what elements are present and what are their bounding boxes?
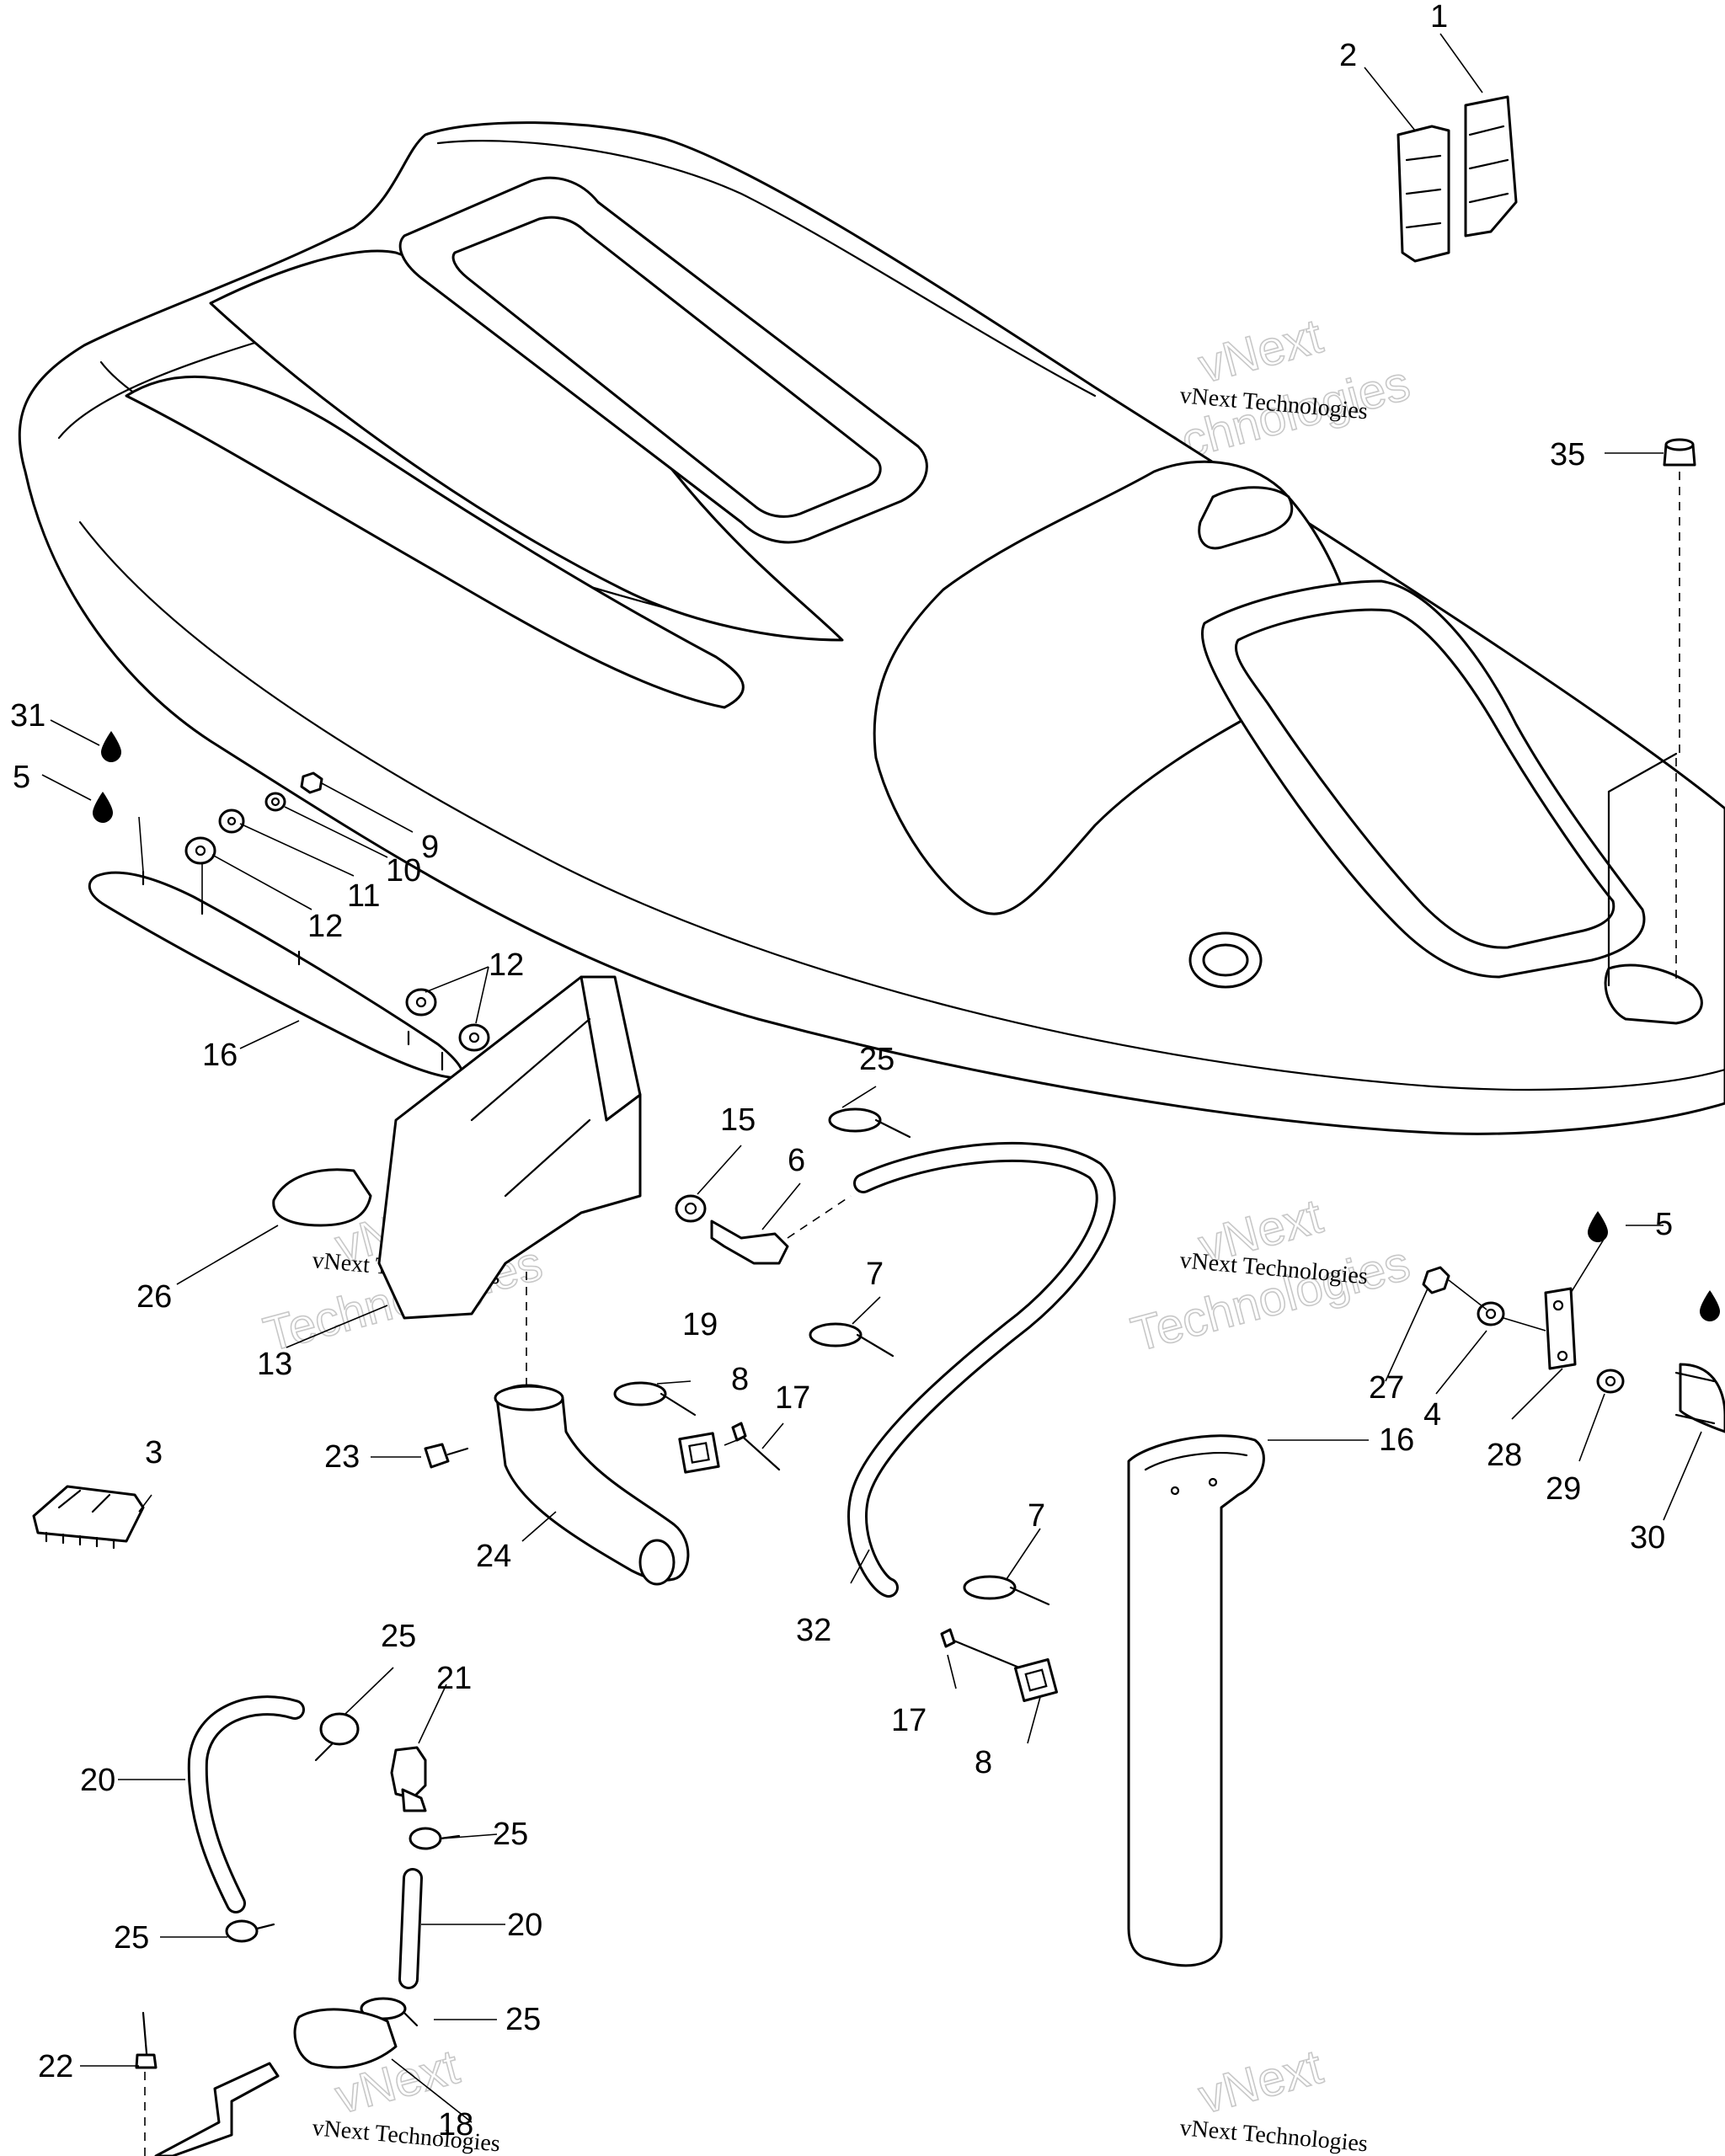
part-mounts (678, 1422, 1058, 1702)
leader-lines (41, 33, 1702, 2123)
callout-9: 9 (421, 830, 439, 865)
watermark-mid-right: vNext Technologies vNext Technologies (1125, 1188, 1416, 1364)
callout-14: 16 (202, 1038, 238, 1073)
callout-1: 1 (1430, 0, 1448, 35)
callout-5-right: 5 (1655, 1207, 1673, 1242)
watermark-bottom-right: vNext vNext Technologies (1178, 2039, 1369, 2156)
part-elbow-hose (494, 1384, 690, 1586)
callout-12-right: 12 (489, 947, 524, 983)
part-fitting (675, 1194, 852, 1265)
callout-27: 27 (1369, 1370, 1404, 1406)
drop-icon-30 (1700, 1290, 1720, 1321)
part-vent-tube (1127, 1434, 1265, 1967)
callout-17-bottom: 17 (891, 1703, 927, 1738)
part-clip (32, 1485, 145, 1550)
part-screw (424, 1443, 469, 1469)
callout-16: 16 (1379, 1422, 1414, 1458)
part-bracket-assembly (1422, 1266, 1725, 1433)
callout-28: 28 (1487, 1438, 1522, 1473)
callout-32: 32 (796, 1613, 831, 1648)
callout-25-top: 25 (859, 1042, 895, 1077)
callout-2: 2 (1339, 38, 1357, 73)
callout-19: 19 (682, 1307, 718, 1342)
callout-12-left: 12 (307, 909, 343, 944)
callout-6: 6 (788, 1143, 805, 1178)
callout-25-upper-left: 25 (381, 1619, 416, 1654)
callout-31: 31 (10, 698, 45, 734)
callout-35: 35 (1550, 437, 1585, 472)
drop-icon-31 (101, 731, 121, 762)
callout-17-top: 17 (775, 1380, 810, 1416)
callout-labels: 1 2 35 31 5 9 10 11 12 12 16 25 15 6 26 … (10, 0, 1673, 2143)
part-grommet (1663, 438, 1696, 758)
callout-21: 21 (436, 1661, 472, 1696)
part-switch-housing (1397, 95, 1518, 263)
hull-body (18, 121, 1725, 1135)
callout-8-top: 8 (731, 1362, 749, 1397)
callout-13: 13 (257, 1347, 292, 1382)
drop-icon-5-right (1588, 1211, 1608, 1242)
callout-10: 10 (386, 853, 421, 889)
callout-25-lower-left: 25 (114, 1920, 149, 1956)
callout-15: 15 (720, 1102, 756, 1138)
callout-26: 26 (136, 1279, 172, 1315)
callout-18: 18 (438, 2107, 473, 2143)
watermark-ghost-line1: vNext (1194, 2039, 1328, 2124)
callout-7-bottom: 7 (1028, 1498, 1045, 1534)
callout-7-top: 7 (866, 1257, 884, 1292)
callout-5-left: 5 (13, 760, 30, 795)
callout-30: 30 (1630, 1520, 1665, 1556)
part-intake-duct (377, 975, 642, 1390)
callout-25-bottom: 25 (505, 2002, 541, 2037)
part-washers (184, 771, 490, 1052)
part-long-hose (847, 1141, 1116, 1598)
callout-23: 23 (324, 1439, 360, 1475)
callout-24: 24 (476, 1539, 511, 1574)
callout-3: 3 (145, 1435, 163, 1470)
part-pad (272, 1168, 372, 1227)
callout-8-bottom: 8 (975, 1745, 992, 1780)
callout-25-mid: 25 (493, 1817, 528, 1852)
watermark-text: vNext Technologies (1178, 2115, 1369, 2156)
callout-22: 22 (38, 2049, 73, 2084)
callout-20-left: 20 (80, 1763, 115, 1798)
part-rear-bracket (135, 2008, 398, 2156)
drop-icon-5-left (93, 792, 113, 823)
callout-20-right: 20 (507, 1908, 542, 1943)
callout-11: 11 (347, 878, 380, 914)
callout-29: 29 (1546, 1471, 1581, 1507)
part-small-hoses (187, 1695, 427, 1989)
callout-4: 4 (1423, 1397, 1441, 1433)
